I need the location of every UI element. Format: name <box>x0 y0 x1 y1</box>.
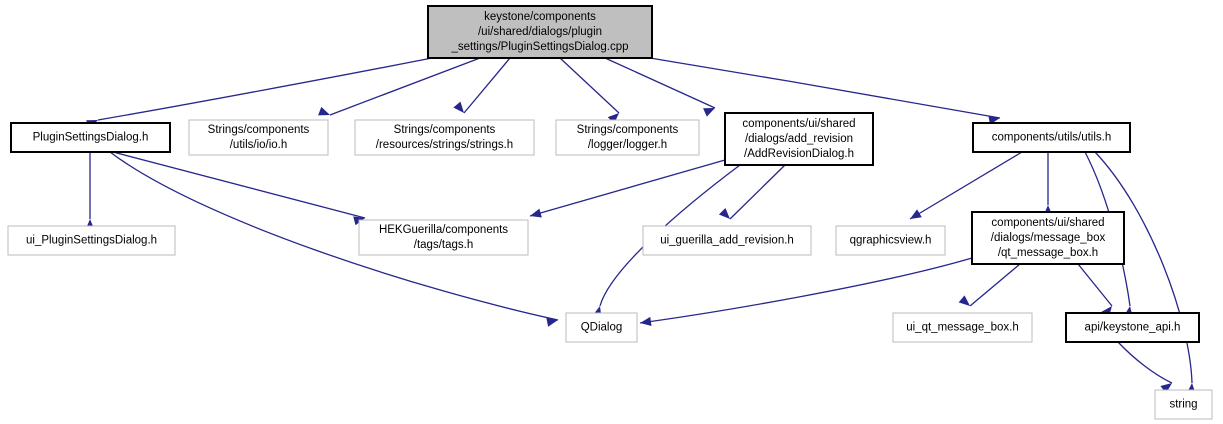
edge-root-to-logger_h <box>559 57 620 124</box>
arrowhead-icon <box>318 106 330 116</box>
edge-plugin_settings_dialog_h-to-ui_plugin_settings_dialog_h <box>85 152 95 231</box>
node-label: PluginSettingsDialog.h <box>33 132 149 144</box>
edge-qt_message_box_h-to-keystone_api_h <box>1077 263 1113 318</box>
node-tags_h[interactable]: HEKGuerilla/components/tags/tags.h <box>358 219 529 256</box>
node-label: /dialogs/add_revision <box>745 133 853 145</box>
node-box[interactable] <box>427 5 653 59</box>
arrowhead-icon <box>530 208 542 218</box>
node-ui_plugin_settings_dialog_h[interactable]: ui_PluginSettingsDialog.h <box>7 225 176 256</box>
edge-plugin_settings_dialog_h-to-tags_h <box>112 151 366 226</box>
node-box[interactable] <box>835 225 946 256</box>
node-keystone_api_h[interactable]: api/keystone_api.h <box>1065 312 1200 343</box>
node-label: Strings/components <box>208 124 310 136</box>
edge-utils_h-to-qgraphicsview_h <box>909 151 1023 220</box>
edge-add_revision_dialog_h-to-tags_h <box>529 159 726 218</box>
node-label: components/ui/shared <box>742 118 855 130</box>
edge-keystone_api_h-to-string <box>1117 341 1173 394</box>
node-ui_qt_message_box_h[interactable]: ui_qt_message_box.h <box>892 312 1033 343</box>
node-label: /utils/io/io.h <box>230 139 288 151</box>
node-box[interactable] <box>892 312 1033 343</box>
node-box[interactable] <box>555 119 700 156</box>
node-root[interactable]: keystone/components/ui/shared/dialogs/pl… <box>427 5 653 59</box>
node-label: keystone/components <box>484 11 596 23</box>
node-box[interactable] <box>642 225 812 256</box>
edge-root-to-strings_h <box>453 57 511 114</box>
node-plugin_settings_dialog_h[interactable]: PluginSettingsDialog.h <box>10 122 171 153</box>
edge-qt_message_box_h-to-qdialog <box>639 257 973 327</box>
arrowhead-icon <box>607 113 619 124</box>
node-label: HEKGuerilla/components <box>379 224 508 236</box>
arrowhead-icon <box>640 316 652 327</box>
node-box[interactable] <box>1154 389 1213 420</box>
node-io_h[interactable]: Strings/components/utils/io/io.h <box>188 119 329 156</box>
node-qdialog[interactable]: QDialog <box>565 312 638 343</box>
node-strings_h[interactable]: Strings/components/resources/strings/str… <box>354 119 535 156</box>
node-utils_h[interactable]: components/utils/utils.h <box>972 122 1131 153</box>
arrowhead-icon <box>718 207 730 219</box>
node-layer: keystone/components/ui/shared/dialogs/pl… <box>7 5 1213 420</box>
edge-root-to-io_h <box>318 57 481 116</box>
arrowhead-icon <box>1160 383 1172 394</box>
node-label: string <box>1169 399 1197 411</box>
node-box[interactable] <box>972 122 1131 153</box>
node-logger_h[interactable]: Strings/components/logger/logger.h <box>555 119 700 156</box>
node-label: ui_PluginSettingsDialog.h <box>26 235 157 247</box>
edge-utils_h-to-qt_message_box_h <box>1043 152 1053 217</box>
edge-utils_h-to-string <box>1094 151 1196 395</box>
node-label: components/ui/shared <box>991 217 1104 229</box>
node-label: Strings/components <box>577 124 679 136</box>
node-label: Strings/components <box>394 124 496 136</box>
node-box[interactable] <box>7 225 176 256</box>
edge-qt_message_box_h-to-ui_qt_message_box_h <box>958 263 1021 307</box>
node-label: ui_qt_message_box.h <box>906 322 1019 334</box>
node-add_revision_dialog_h[interactable]: components/ui/shared/dialogs/add_revisio… <box>724 112 874 166</box>
node-box[interactable] <box>188 119 329 156</box>
node-label: _settings/PluginSettingsDialog.cpp <box>450 41 628 53</box>
edge-add_revision_dialog_h-to-ui_guerilla_add_revision_h <box>718 164 786 220</box>
arrowhead-icon <box>546 317 558 327</box>
arrowhead-icon <box>958 295 970 306</box>
node-label: /qt_message_box.h <box>998 247 1098 259</box>
arrowhead-icon <box>703 108 715 117</box>
node-label: /AddRevisionDialog.h <box>744 148 854 160</box>
node-string[interactable]: string <box>1154 389 1213 420</box>
node-label: components/utils/utils.h <box>992 132 1112 144</box>
node-box[interactable] <box>565 312 638 343</box>
node-label: QDialog <box>581 322 623 334</box>
node-box[interactable] <box>971 211 1125 265</box>
node-label: /resources/strings/strings.h <box>376 139 513 151</box>
node-box[interactable] <box>358 219 529 256</box>
arrowhead-icon <box>910 209 922 219</box>
node-label: qgraphicsview.h <box>850 235 932 247</box>
node-qgraphicsview_h[interactable]: qgraphicsview.h <box>835 225 946 256</box>
node-box[interactable] <box>1065 312 1200 343</box>
node-box[interactable] <box>724 112 874 166</box>
node-label: ui_guerilla_add_revision.h <box>660 235 794 247</box>
node-ui_guerilla_add_revision_h[interactable]: ui_guerilla_add_revision.h <box>642 225 812 256</box>
arrowhead-icon <box>453 101 464 113</box>
node-box[interactable] <box>354 119 535 156</box>
node-label: api/keystone_api.h <box>1085 322 1181 334</box>
edge-root-to-plugin_settings_dialog_h <box>86 57 433 129</box>
node-label: /logger/logger.h <box>588 139 667 151</box>
edge-root-to-add_revision_dialog_h <box>604 57 716 117</box>
node-label: /ui/shared/dialogs/plugin <box>478 26 602 38</box>
node-label: /tags/tags.h <box>414 239 473 251</box>
node-label: /dialogs/message_box <box>991 232 1106 244</box>
edge-plugin_settings_dialog_h-to-qdialog <box>109 151 559 327</box>
node-qt_message_box_h[interactable]: components/ui/shared/dialogs/message_box… <box>971 211 1125 265</box>
node-box[interactable] <box>10 122 171 153</box>
